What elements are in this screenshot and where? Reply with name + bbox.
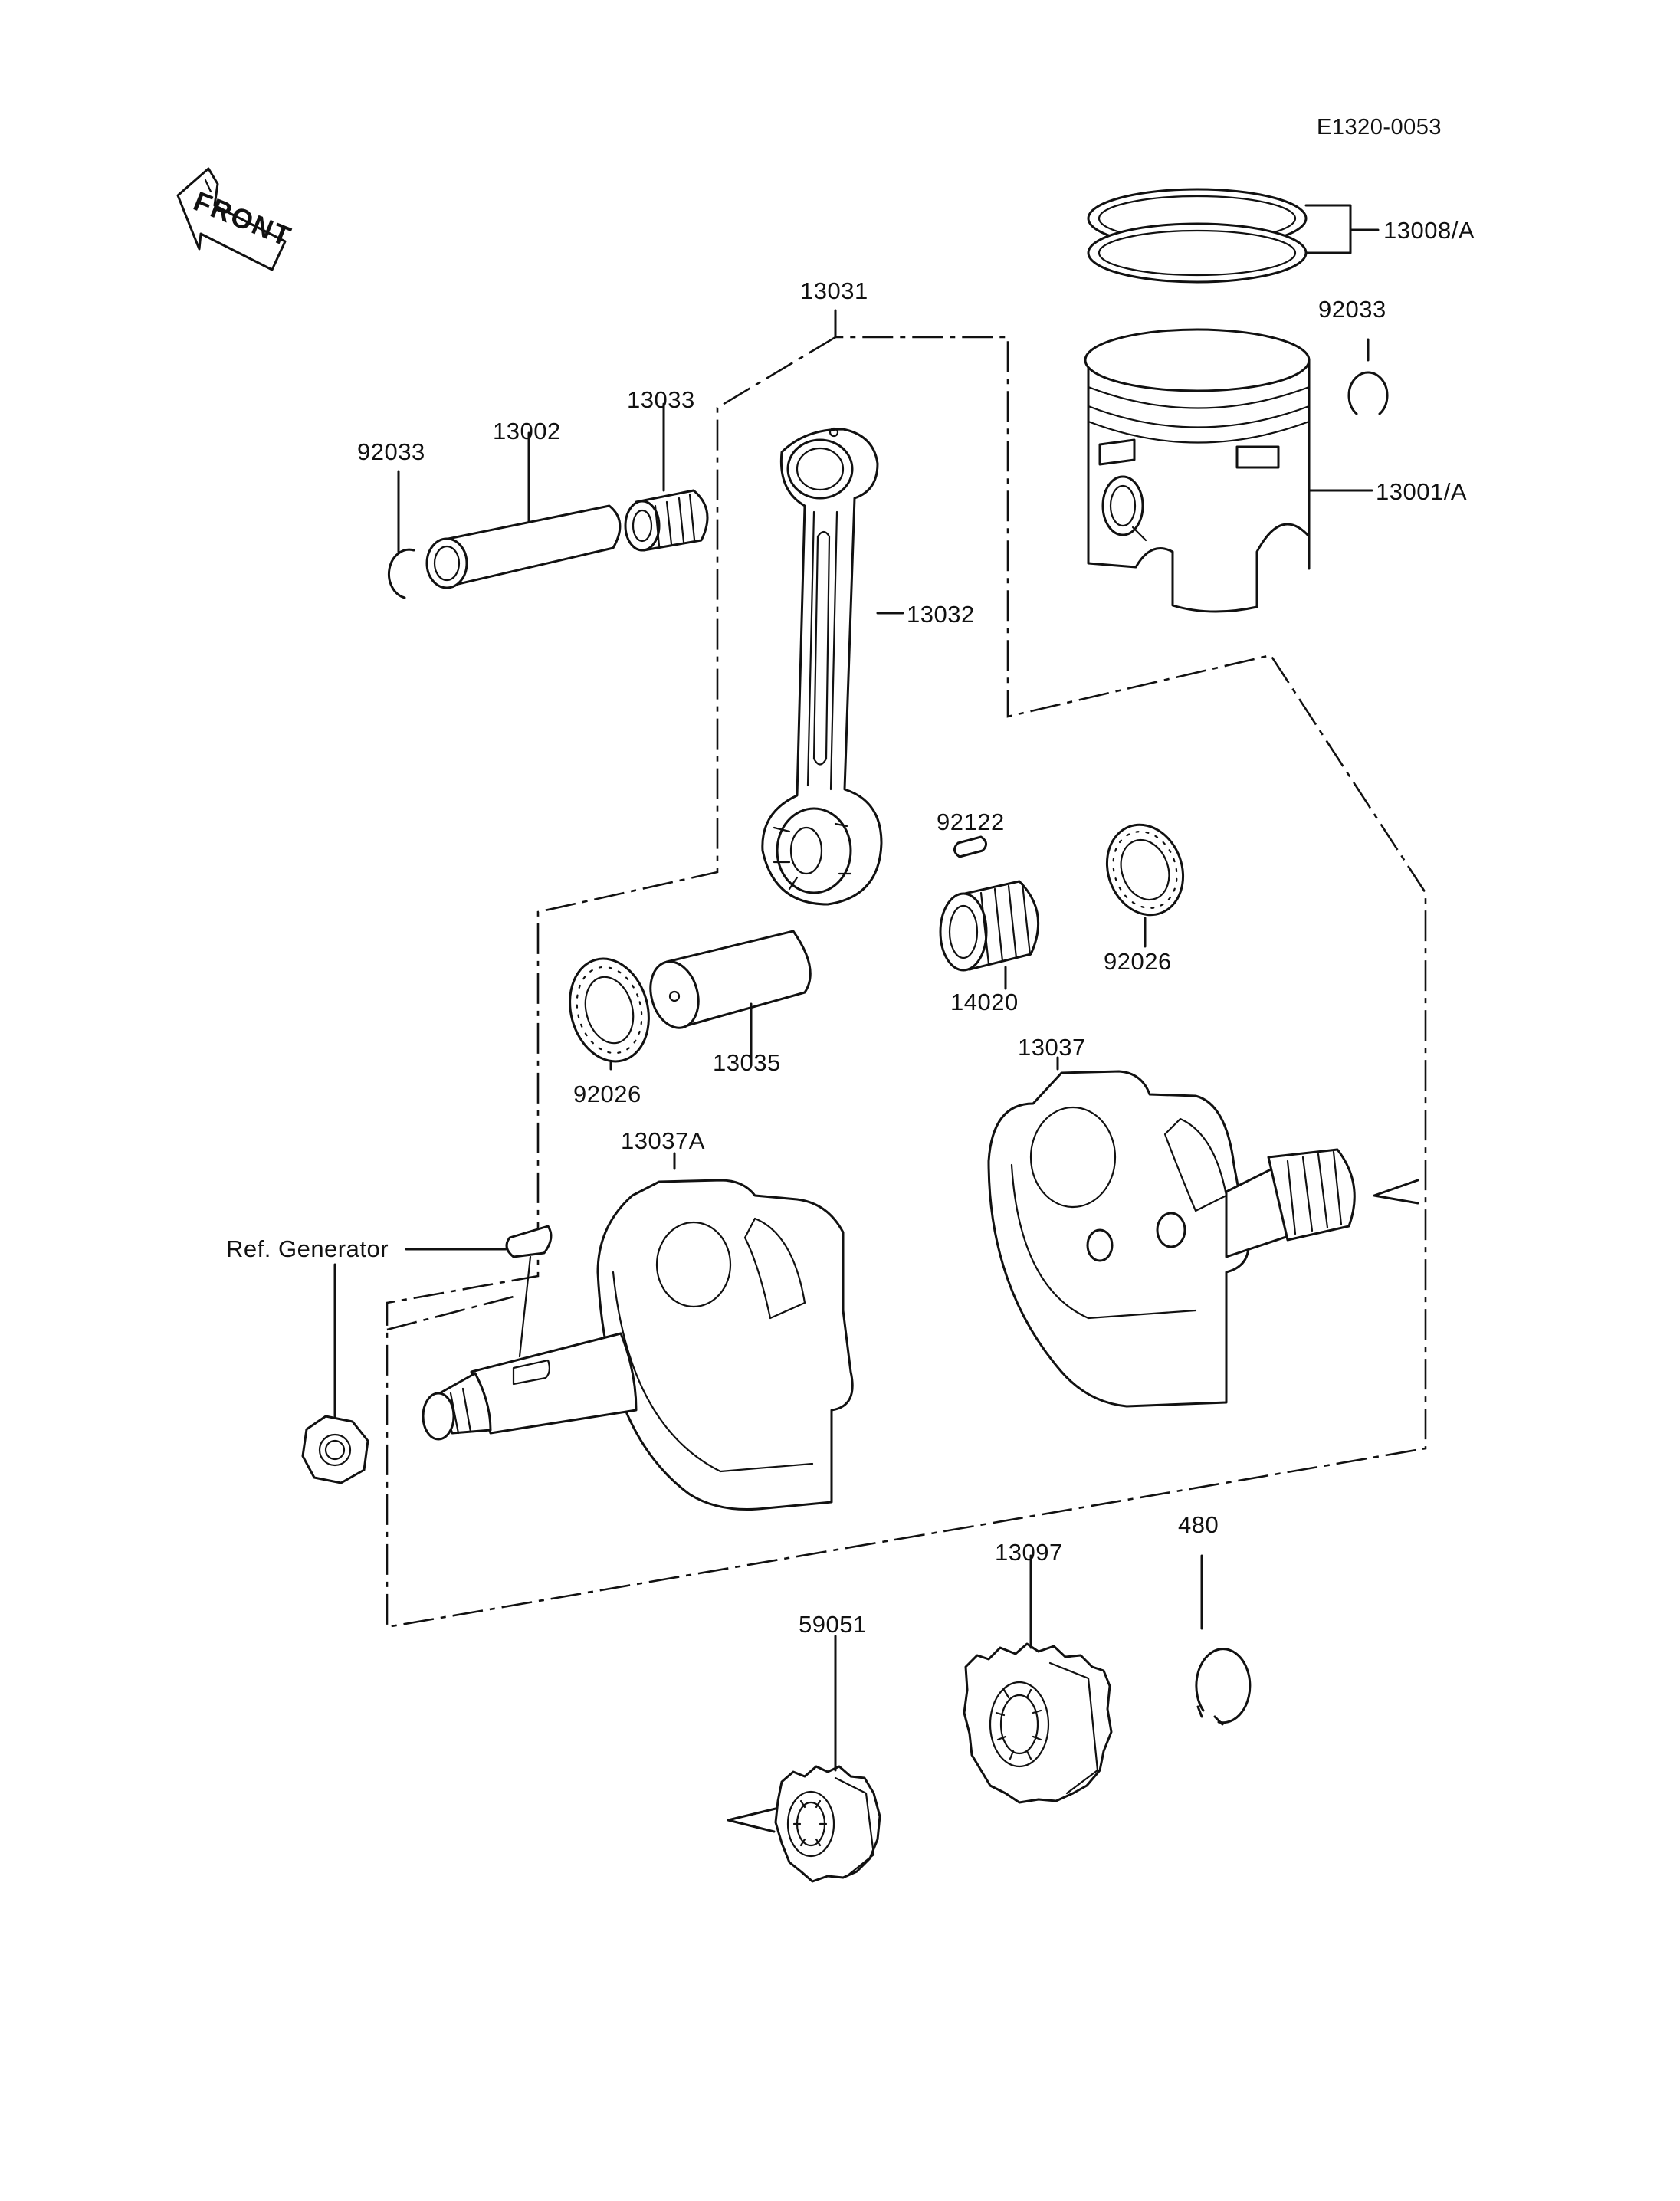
part-label-92026-right: 92026 bbox=[1104, 948, 1172, 975]
pump-drive-gear bbox=[727, 1635, 881, 1883]
primary-gear bbox=[963, 1554, 1113, 1804]
front-arrow-label: FRONT bbox=[189, 185, 297, 252]
part-label-13037A: 13037A bbox=[621, 1127, 705, 1154]
snap-ring-left bbox=[388, 470, 415, 599]
part-label-13008A: 13008/A bbox=[1383, 217, 1475, 244]
circlip bbox=[1195, 1554, 1252, 1726]
part-label-92122: 92122 bbox=[937, 809, 1005, 835]
part-label-13001A: 13001/A bbox=[1376, 478, 1467, 505]
part-label-480: 480 bbox=[1178, 1511, 1219, 1538]
big-end-bearing bbox=[939, 880, 1040, 990]
piston bbox=[1084, 328, 1373, 613]
crank-pin-roller bbox=[953, 835, 987, 858]
part-label-13033: 13033 bbox=[627, 386, 695, 413]
flange-nut bbox=[301, 1263, 369, 1484]
part-label-13097: 13097 bbox=[995, 1539, 1063, 1566]
connecting-rod bbox=[761, 427, 904, 906]
thrust-washer-right bbox=[1105, 823, 1185, 948]
front-arrow-icon: FRONT bbox=[176, 167, 297, 271]
small-end-bearing bbox=[624, 402, 709, 552]
crankshaft-assembly-outline bbox=[386, 336, 1427, 1629]
snap-ring-right bbox=[1347, 338, 1389, 415]
part-label-13002: 13002 bbox=[493, 418, 561, 444]
part-label-13032: 13032 bbox=[907, 601, 975, 628]
part-label-92033-right: 92033 bbox=[1318, 296, 1386, 323]
part-label-14020: 14020 bbox=[950, 989, 1019, 1015]
piston-pin bbox=[425, 431, 622, 589]
part-label-59051: 59051 bbox=[799, 1611, 867, 1638]
diagram-code: E1320-0053 bbox=[1317, 115, 1442, 139]
crank-flywheel-right bbox=[987, 1056, 1419, 1408]
crank-pin bbox=[649, 930, 812, 1067]
part-label-ref-generator: Ref. Generator bbox=[226, 1235, 389, 1262]
woodruff-key bbox=[405, 1225, 553, 1358]
thrust-washer-left bbox=[569, 957, 650, 1071]
part-label-13035: 13035 bbox=[713, 1049, 781, 1076]
part-label-92026-left: 92026 bbox=[573, 1081, 641, 1107]
part-label-13031: 13031 bbox=[800, 277, 868, 304]
part-label-92033-left: 92033 bbox=[357, 438, 425, 465]
crank-flywheel-left bbox=[422, 1152, 854, 1511]
piston-rings bbox=[1087, 188, 1380, 284]
part-label-13037: 13037 bbox=[1018, 1034, 1086, 1061]
